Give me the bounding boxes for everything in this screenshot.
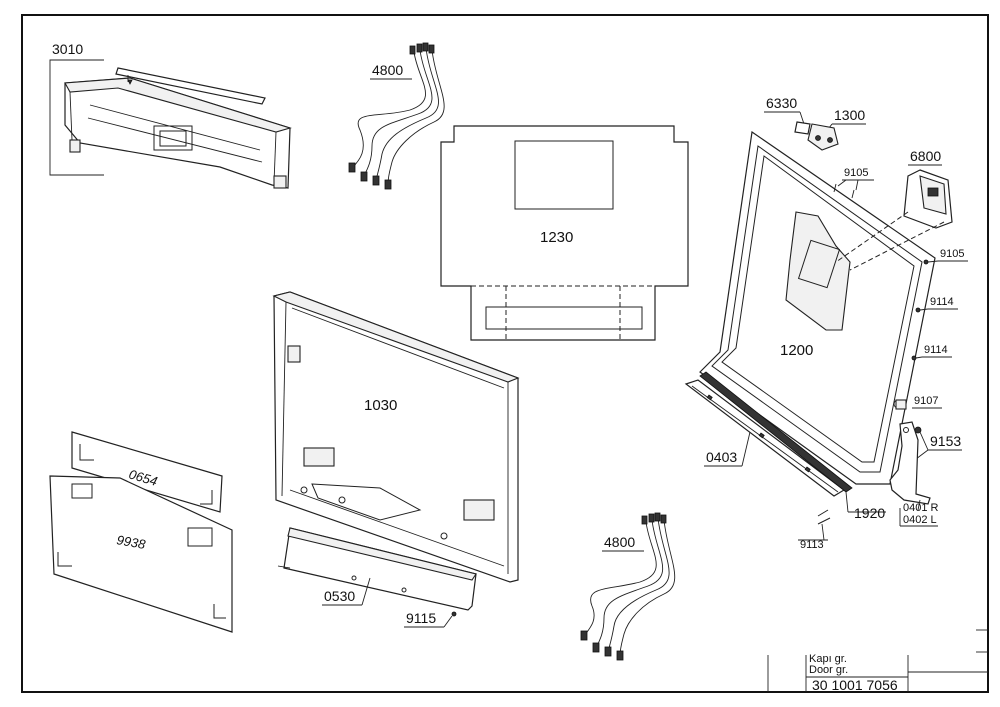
label-1030: 1030	[364, 397, 397, 414]
label-6800: 6800	[910, 148, 941, 164]
label-1230: 1230	[540, 229, 573, 246]
part-9115-screw: 9115	[404, 610, 457, 628]
label-1300: 1300	[834, 107, 865, 123]
label-0530: 0530	[324, 588, 355, 604]
label-9114-a: 9114	[930, 296, 954, 308]
part-1920-door-seal: 1920	[699, 371, 886, 521]
part-0403-side-rail: 0403	[684, 379, 846, 497]
label-9938: 9938	[115, 532, 147, 552]
part-9105-screws-upper: 9105	[833, 167, 874, 199]
part-6800-detergent-dispenser: 6800	[835, 148, 953, 271]
part-4800-wire-harness-bottom: 4800	[580, 512, 676, 661]
label-0401: 0401 R	[903, 502, 939, 514]
part-1230-insulation-panel: 1230	[440, 125, 689, 341]
label-0403: 0403	[706, 449, 737, 465]
label-6330: 6330	[766, 95, 797, 111]
part-0401-0402-hinge: 0401 R 0402 L	[889, 421, 939, 527]
part-0654-decor-panel: 0654	[71, 431, 223, 513]
label-9115: 9115	[406, 610, 436, 626]
part-1030-outer-door: 1030	[272, 291, 520, 583]
part-9105-screw-side: 9105	[923, 248, 968, 265]
part-9114-screws: 9114 9114	[911, 296, 958, 361]
title-code: 30 1001 7056	[812, 677, 898, 693]
label-4800-top: 4800	[372, 62, 403, 78]
label-9114-b: 9114	[924, 344, 948, 356]
label-9105-upper: 9105	[844, 167, 868, 179]
title-line-tr: Kapı gr.	[809, 653, 847, 665]
part-6330-lock-latch: 6330	[764, 95, 811, 135]
label-3010: 3010	[52, 41, 83, 57]
part-9113-pin: 9113	[798, 509, 831, 551]
label-1920: 1920	[854, 505, 885, 521]
label-9107: 9107	[914, 395, 938, 407]
label-1200: 1200	[780, 342, 813, 359]
part-3010-control-panel: 3010	[49, 41, 292, 189]
part-9938-back-panel: 9938	[49, 475, 233, 633]
title-line-en: Door gr.	[809, 664, 848, 676]
part-0530-bottom-trim: 0530	[277, 527, 477, 611]
label-9153: 9153	[930, 433, 961, 449]
label-9105-side: 9105	[940, 248, 964, 260]
label-9113: 9113	[800, 539, 824, 551]
label-0402: 0402 L	[903, 514, 937, 526]
part-1200-inner-door: 1200	[699, 130, 936, 485]
part-1300-door-lock: 1300	[807, 107, 866, 151]
drawing-frame	[21, 14, 989, 693]
part-9107-clip: 9107	[895, 395, 942, 410]
part-4800-wire-harness-top: 4800	[348, 42, 445, 190]
label-4800-bottom: 4800	[604, 534, 635, 550]
title-block: Kapı gr. Door gr. 30 1001 7056	[767, 629, 988, 693]
